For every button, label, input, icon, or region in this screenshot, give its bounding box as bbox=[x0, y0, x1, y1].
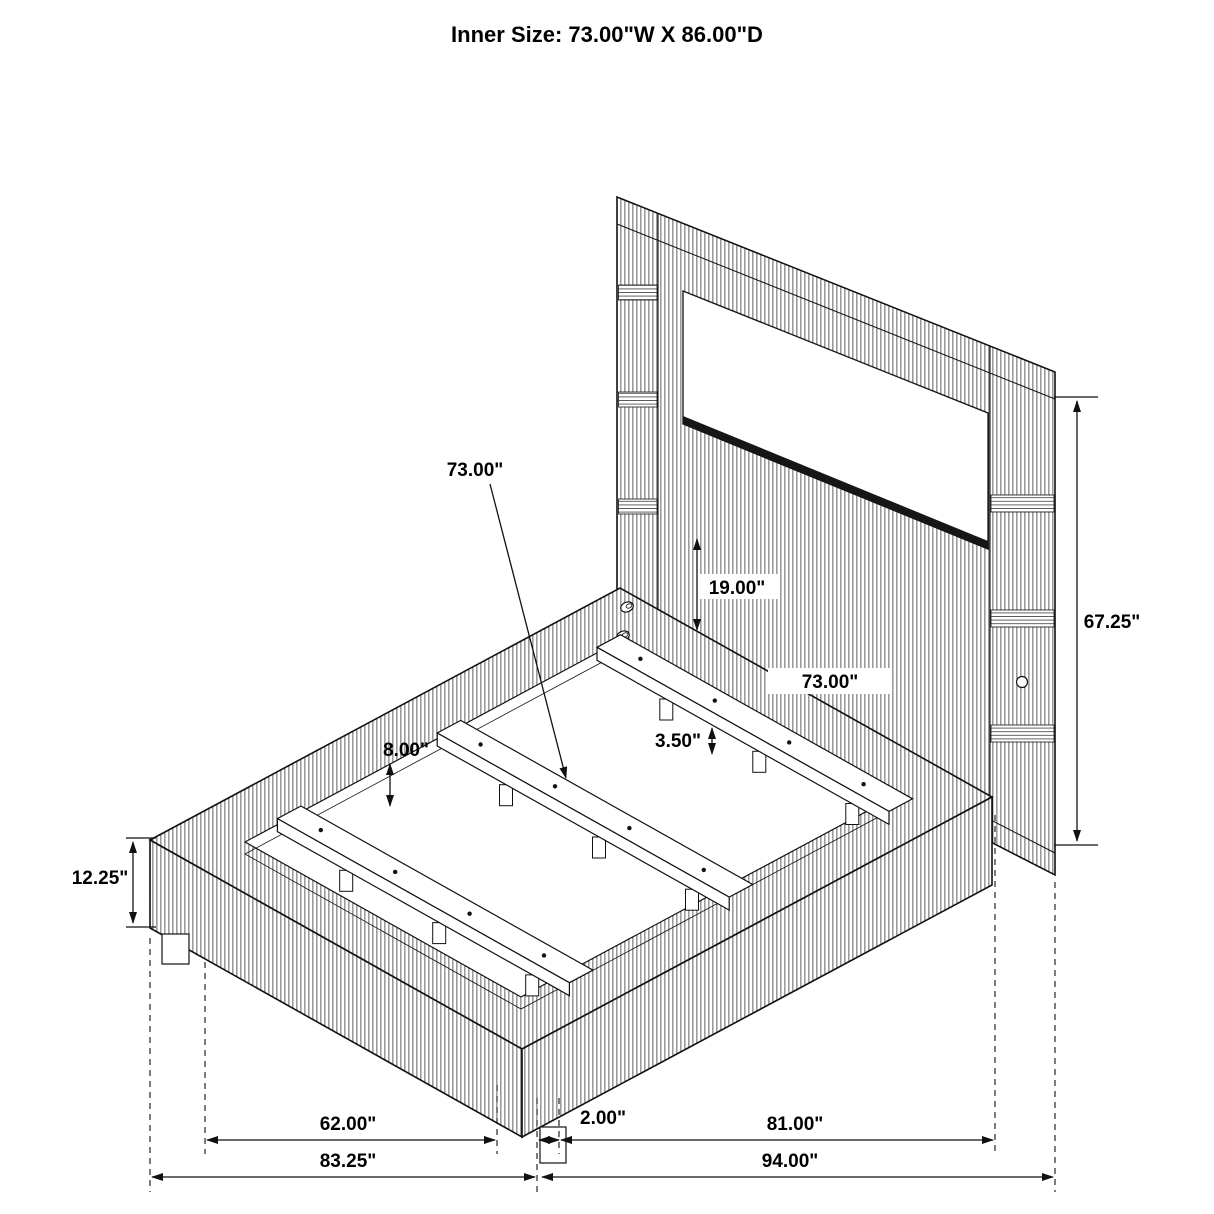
dim-800-label: 8.00" bbox=[383, 740, 429, 761]
dim-19-bg bbox=[698, 574, 778, 599]
left-post-cap-2 bbox=[618, 391, 658, 408]
dim-inner-width-bg bbox=[768, 668, 892, 694]
slat-2 bbox=[435, 719, 754, 912]
right-post-bolt-hole bbox=[1015, 675, 1029, 689]
bed-base bbox=[148, 587, 994, 1164]
slat-3 bbox=[276, 805, 595, 997]
base-right-side-face bbox=[521, 795, 993, 1139]
dim-1225-label: 12.25" bbox=[72, 868, 129, 889]
dim-slat-length-leader bbox=[489, 483, 568, 779]
right-post-cap-1 bbox=[990, 494, 1055, 513]
dim-81-label: 81.00" bbox=[767, 1114, 824, 1135]
dim-8325-label: 83.25" bbox=[320, 1151, 377, 1172]
dim-62-label: 62.00" bbox=[320, 1114, 377, 1135]
diagram-title: Inner Size: 73.00"W X 86.00"D bbox=[451, 22, 763, 47]
dim-200-label: 2.00" bbox=[580, 1108, 626, 1129]
dim-19-label: 19.00" bbox=[709, 578, 766, 599]
base-foot-front bbox=[539, 1126, 567, 1164]
dim-6725-label: 67.25" bbox=[1084, 612, 1141, 633]
right-post-cap-3 bbox=[990, 724, 1055, 743]
left-post-cap-1 bbox=[618, 284, 658, 301]
dimensions: 73.00" 19.00" 67.25" 73.00" 3.50" 8.00" … bbox=[72, 396, 1141, 1192]
dim-inner-width-label: 73.00" bbox=[802, 672, 859, 693]
right-post-cap-2 bbox=[990, 609, 1055, 628]
slat-1 bbox=[595, 634, 914, 826]
dim-94-label: 94.00" bbox=[762, 1151, 819, 1172]
base-ring-top bbox=[150, 588, 992, 1049]
dim-slat-length-label: 73.00" bbox=[447, 460, 504, 481]
headboard-top-rail-line bbox=[616, 223, 1056, 400]
headboard-led-strip bbox=[683, 416, 988, 549]
base-foot-left bbox=[161, 933, 190, 965]
dim-350-label: 3.50" bbox=[655, 731, 701, 752]
left-post-cap-3 bbox=[618, 498, 658, 515]
